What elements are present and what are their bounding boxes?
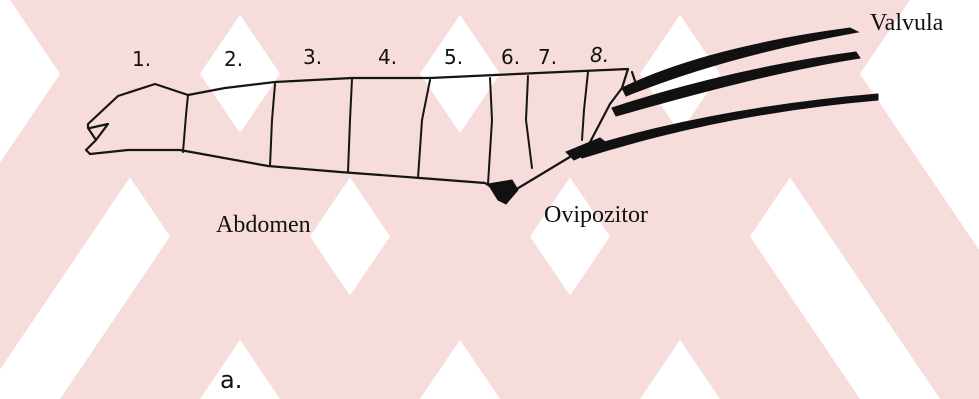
panel-label: a. — [220, 366, 242, 394]
segment-number: 6. — [501, 45, 520, 69]
segment-number: 8. — [590, 43, 609, 67]
label-abdomen: Abdomen — [216, 212, 311, 238]
label-ovipozitor: Ovipozitor — [544, 202, 648, 228]
segment-number: 1. — [132, 47, 151, 71]
segment-number: 5. — [444, 45, 463, 69]
segment-number: 7. — [538, 45, 557, 69]
segment-number: 3. — [303, 45, 322, 69]
segment-number: 4. — [378, 45, 397, 69]
segment-number: 2. — [224, 47, 243, 71]
label-valvula: Valvula — [870, 10, 944, 36]
